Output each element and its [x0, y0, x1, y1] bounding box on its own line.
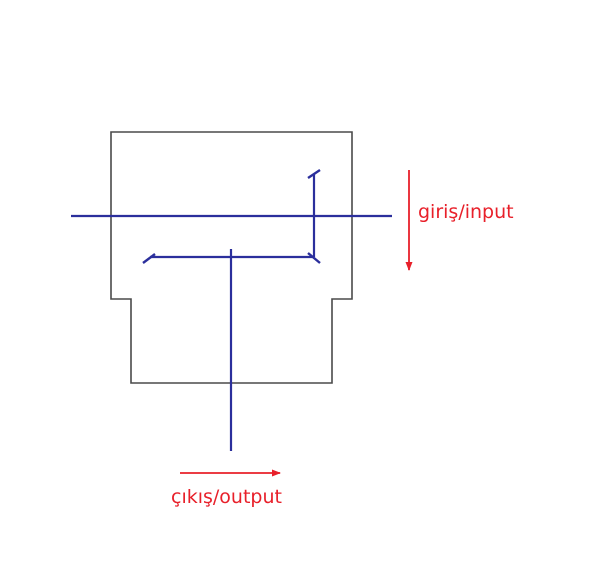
top-mirror [307, 169, 321, 179]
input-label: giriş/input [418, 201, 514, 223]
right-mirror [307, 252, 321, 264]
housing-outline [110, 131, 353, 384]
output-label: çıkış/output [171, 486, 282, 508]
left-mirror [142, 253, 156, 264]
